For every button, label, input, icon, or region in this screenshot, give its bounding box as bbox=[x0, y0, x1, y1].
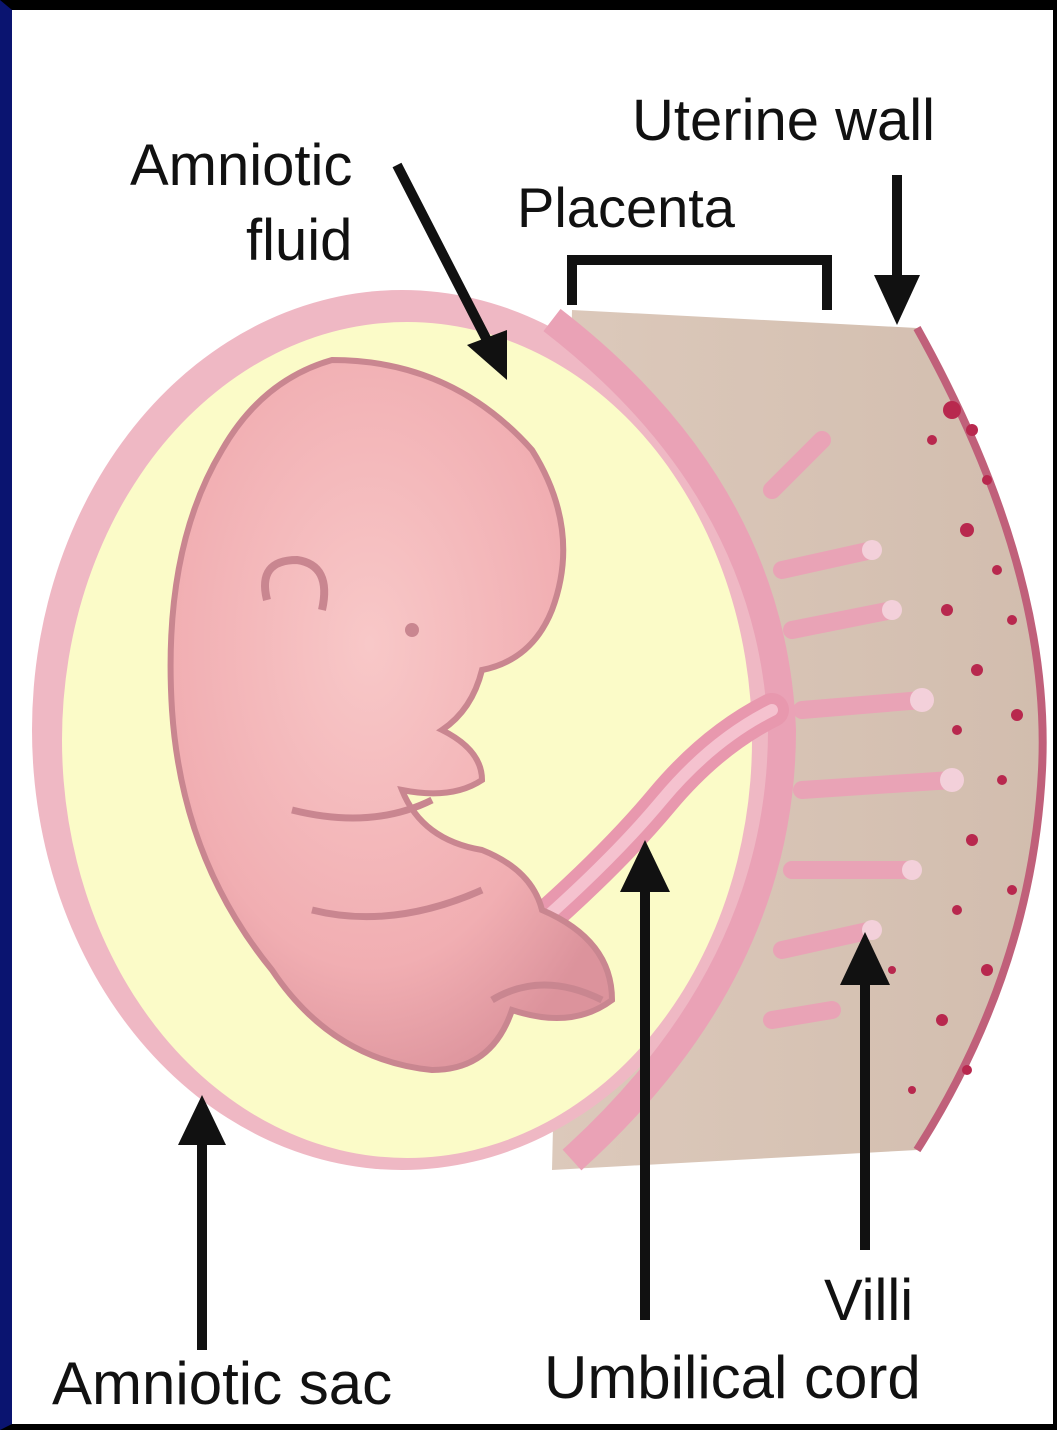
label-placenta: Placenta bbox=[517, 180, 735, 236]
label-amniotic-fluid-line2: fluid bbox=[86, 203, 352, 278]
label-amniotic-sac: Amniotic sac bbox=[52, 1354, 392, 1414]
label-amniotic-fluid: Amniotic fluid bbox=[86, 128, 352, 279]
label-uterine-wall: Uterine wall bbox=[632, 92, 935, 150]
label-amniotic-fluid-line1: Amniotic bbox=[86, 128, 352, 203]
label-villi: Villi bbox=[824, 1272, 913, 1330]
label-umbilical-cord: Umbilical cord bbox=[544, 1348, 921, 1408]
embryo-eye bbox=[405, 623, 419, 637]
placenta-bracket bbox=[572, 260, 827, 310]
